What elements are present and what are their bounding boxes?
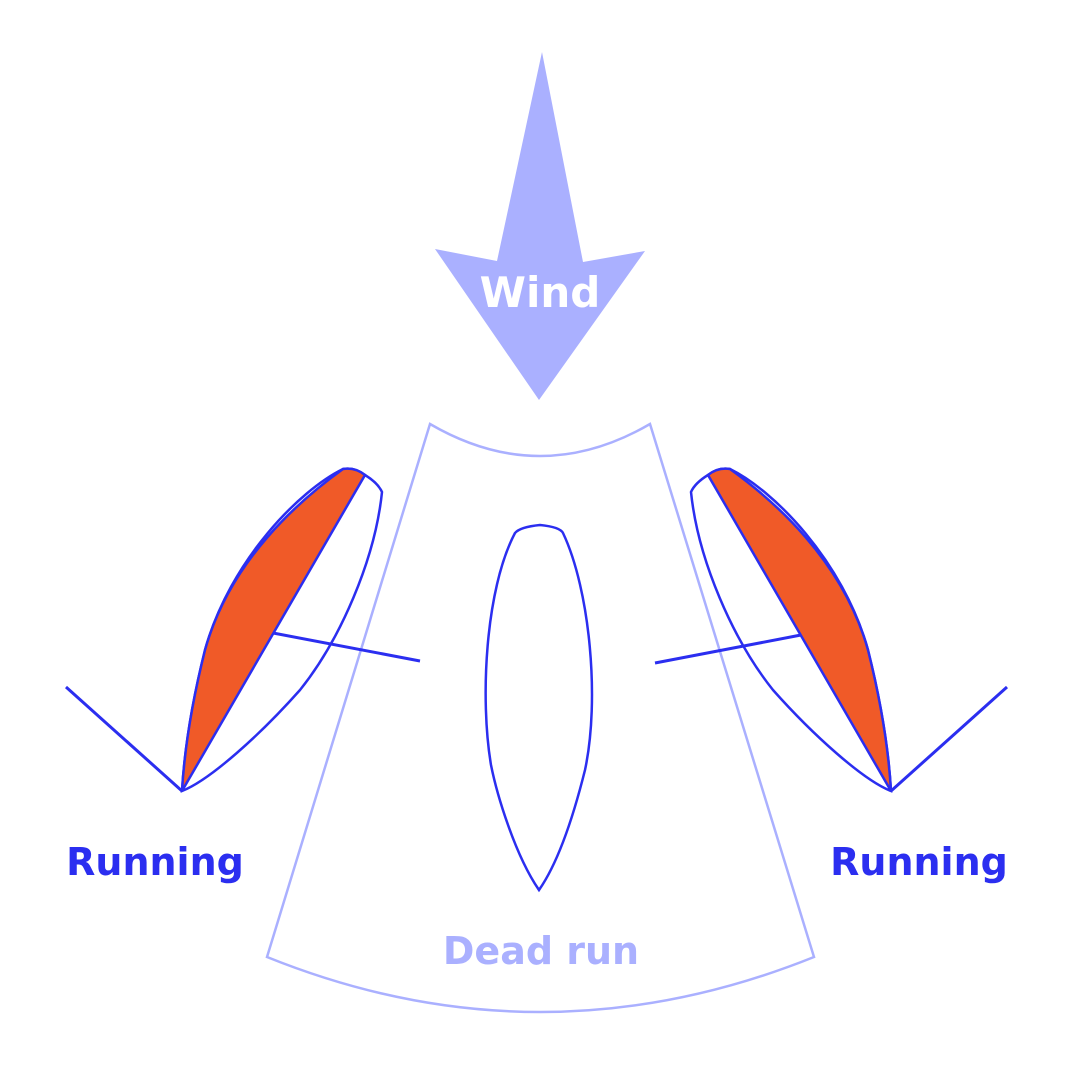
boom	[654, 633, 802, 665]
wind-label: Wind	[480, 268, 601, 317]
wind-arrow-icon	[435, 52, 645, 400]
rudder	[889, 685, 1009, 793]
left-running-boat	[64, 467, 421, 793]
left-running-label: Running	[66, 840, 244, 884]
sail	[180, 467, 367, 792]
boom	[272, 631, 421, 663]
right-running-boat	[654, 467, 1009, 793]
dead-run-label: Dead run	[443, 929, 639, 973]
center-boat-hull	[484, 523, 594, 893]
right-running-label: Running	[830, 840, 1008, 884]
dead-run-zone	[265, 422, 816, 1014]
sail	[706, 467, 893, 792]
rudder	[64, 685, 184, 793]
